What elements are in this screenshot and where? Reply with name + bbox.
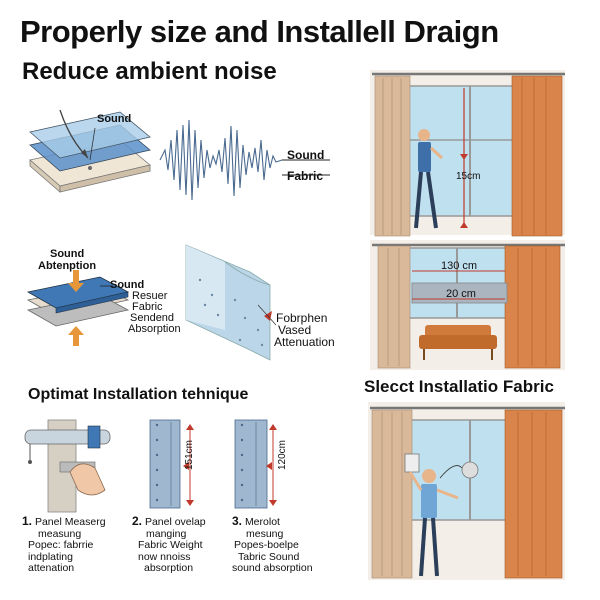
layer-label-absorption: Absorption — [128, 323, 181, 335]
step-1-caption: 1. Panel Measerg measung Popec: fabrrie … — [22, 514, 106, 574]
layer-label-resuer: Resuer — [132, 290, 168, 302]
panel3-measure-label: 120cm — [277, 439, 288, 470]
step-2-caption: 2. Panel ovelap manging Fabric Weight no… — [132, 514, 206, 574]
layer-label-sound: Sound — [110, 279, 145, 291]
window1-measure-label: 15cm — [456, 171, 481, 182]
page-title: Properly size and Installell Draign — [20, 14, 499, 49]
layer-label-fabric: Fabric — [132, 301, 163, 313]
drop-width-label: 20 cm — [446, 288, 476, 300]
absorption-heading-1: Sound — [50, 248, 85, 260]
wave-label-sound: Sound — [287, 148, 325, 162]
fabric-section-heading: Slecct Installatio Fabric — [364, 377, 554, 396]
rod-width-label: 130 cm — [441, 260, 478, 272]
fold-label-1: Fobrphen — [276, 311, 328, 325]
absorption-heading-2: Abtenption — [38, 260, 97, 272]
sound-layer-label: Sound — [97, 113, 132, 125]
panel2-measure-label: 151cm — [184, 439, 195, 470]
wave-label-fabric: Fabric — [287, 169, 324, 183]
step-3-caption: 3. Merolot mesung Popes-boelpe Tabric So… — [232, 514, 313, 574]
waveform-graphic — [159, 119, 283, 201]
page-subtitle: Reduce ambient noise — [22, 58, 277, 85]
installation-heading: Optimat Installation tehnique — [28, 386, 249, 403]
layer-label-sendend: Sendend — [130, 312, 175, 324]
fold-label-3: Attenuation — [274, 335, 335, 349]
fold-label-2: Vased — [278, 323, 312, 337]
